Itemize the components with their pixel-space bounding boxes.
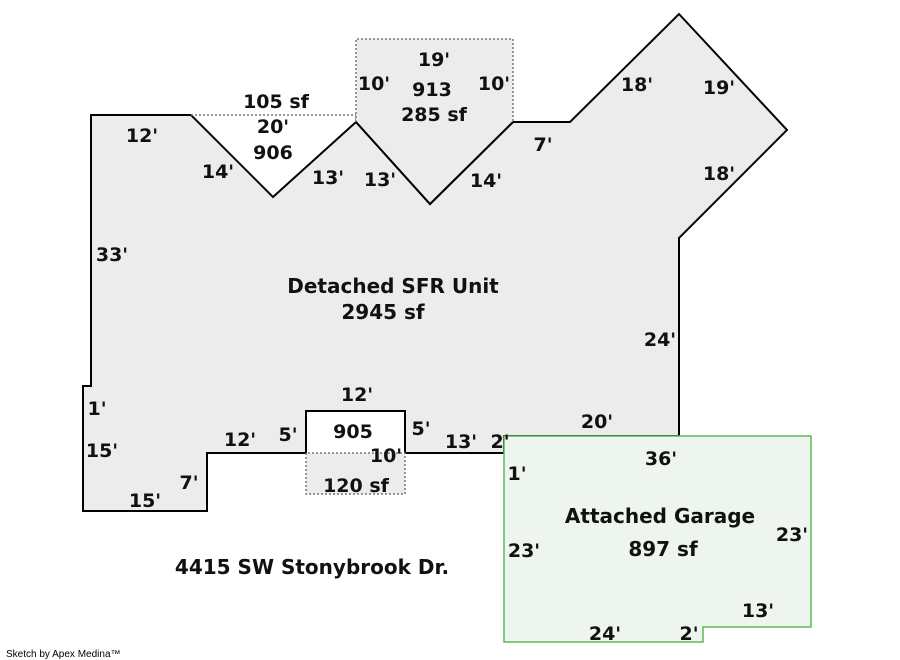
main-dimension-labels: 12' 14' 13' 13' 14' 7' 18' 19' 18' 33' 24' 1' 15' 15'… <box>86 74 735 512</box>
garage-dimension-label: 23' <box>776 524 808 546</box>
garage-dimension-label: 2' <box>679 623 698 645</box>
addition-913-dim-top: 19' <box>418 49 450 71</box>
main-dimension-label: 13' <box>445 431 477 453</box>
garage-area: 897 sf <box>628 537 698 561</box>
addition-906-dim: 20' <box>257 116 289 138</box>
garage-dimension-label: 13' <box>742 600 774 622</box>
main-dimension-label: 5' <box>411 418 430 440</box>
main-dimension-label: 15' <box>129 490 161 512</box>
attached-garage-outline <box>503 435 812 643</box>
main-dimension-label: 7' <box>533 134 552 156</box>
main-dimension-label: 15' <box>86 440 118 462</box>
main-dimension-label: 33' <box>96 244 128 266</box>
main-dimension-label: 19' <box>703 77 735 99</box>
addition-906-area: 105 sf <box>243 91 310 113</box>
addition-905-dim: 10' <box>370 445 402 467</box>
addition-913-solid-edge <box>355 121 514 206</box>
addition-913-code: 913 <box>412 79 452 101</box>
main-dimension-label: 20' <box>581 411 613 433</box>
addition-905-area: 120 sf <box>323 475 390 497</box>
main-dimension-label: 18' <box>703 163 735 185</box>
addition-913-outline <box>355 38 514 206</box>
addition-913-dim-left: 10' <box>358 73 390 95</box>
garage-dimension-label: 24' <box>589 623 621 645</box>
addition-913-dim-right: 10' <box>478 73 510 95</box>
main-dimension-label: 1' <box>87 398 106 420</box>
addition-913-area: 285 sf <box>401 104 468 126</box>
main-area-name: Detached SFR Unit <box>287 274 499 298</box>
addition-906-code: 906 <box>253 142 293 164</box>
garage-dimension-label: 23' <box>508 540 540 562</box>
main-dimension-label: 12' <box>341 384 373 406</box>
main-dimension-label: 12' <box>224 429 256 451</box>
property-address: 4415 SW Stonybrook Dr. <box>175 555 449 579</box>
main-dimension-label: 2' <box>490 431 509 453</box>
addition-905-outline <box>305 452 406 495</box>
main-dimension-label: 24' <box>644 329 676 351</box>
garage-name: Attached Garage <box>565 504 755 528</box>
addition-905-code: 905 <box>333 421 373 443</box>
main-dimension-label: 18' <box>621 74 653 96</box>
garage-dimension-label: 36' <box>645 448 677 470</box>
main-dimension-label: 14' <box>202 161 234 183</box>
main-dimension-label: 14' <box>470 170 502 192</box>
garage-dimension-labels: 36' 1' 23' 23' 13' 24' 2' <box>507 448 808 645</box>
garage-dimension-label: 1' <box>507 463 526 485</box>
main-dimension-label: 7' <box>179 472 198 494</box>
main-dimension-label: 13' <box>312 167 344 189</box>
sketch-credit: Sketch by Apex Medina™ <box>6 649 121 660</box>
main-dimension-label: 13' <box>364 169 396 191</box>
main-dimension-label: 5' <box>278 424 297 446</box>
main-dimension-label: 12' <box>126 125 158 147</box>
main-area-size: 2945 sf <box>341 300 425 324</box>
